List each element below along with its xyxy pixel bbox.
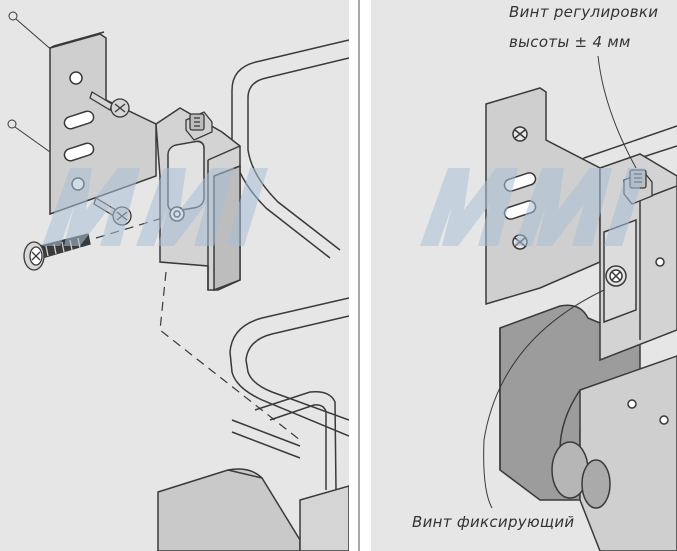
runner-housing — [157, 468, 349, 551]
watermark-logo — [42, 168, 646, 246]
guide-lines — [95, 213, 301, 441]
adjusting-screw-label-line2: высоты ± 4 мм — [509, 33, 631, 51]
left-panel — [0, 0, 349, 551]
adjusting-screw-label-line1: Винт регулировки — [509, 3, 659, 21]
hex-screw — [185, 111, 213, 141]
wood-screw-upper — [89, 91, 130, 118]
fixing-screw-label: Винт фиксирующий — [412, 513, 575, 531]
basket-frame-bottom — [229, 297, 349, 491]
right-panel — [371, 0, 677, 551]
leader-lines — [483, 55, 637, 509]
wall-guide-lines — [7, 11, 55, 153]
